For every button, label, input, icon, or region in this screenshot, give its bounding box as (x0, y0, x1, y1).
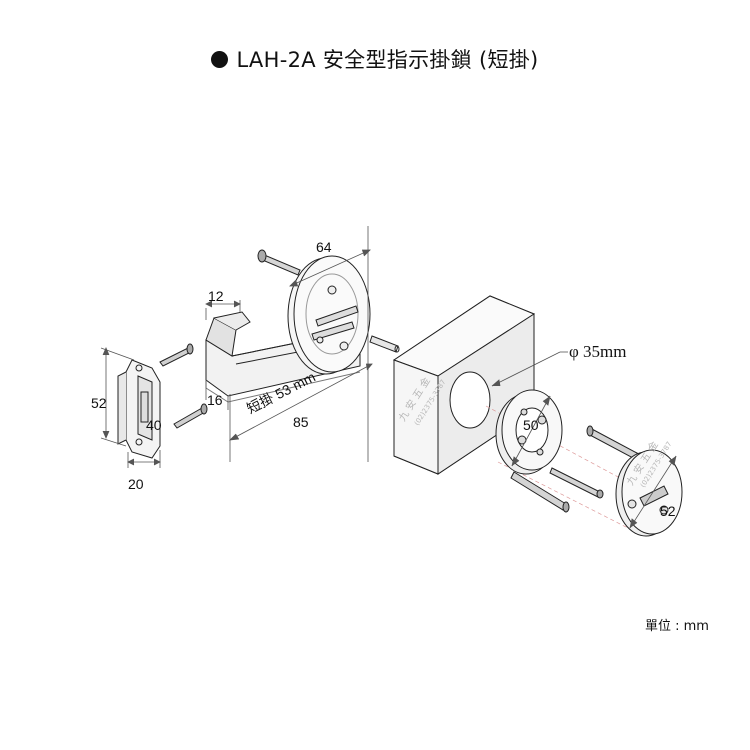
dim-hook-depth: 16 (207, 392, 223, 408)
strike-dimensions (100, 346, 161, 468)
page-title: LAH-2A 安全型指示掛鎖 (短掛) (0, 44, 750, 74)
hook-dimensions (205, 300, 373, 462)
bullet-icon (211, 51, 229, 68)
dim-strike-height: 52 (91, 395, 107, 411)
dim-total-length: 85 (293, 414, 309, 430)
rose-dimensions (289, 226, 371, 462)
dim-inner-rose: 50 (523, 417, 539, 433)
hole-callout (491, 351, 568, 387)
door-section (392, 295, 536, 475)
dim-hole-diameter: φ 35mm (569, 342, 627, 361)
title-text: LAH-2A 安全型指示掛鎖 (短掛) (236, 48, 539, 72)
dim-strike-width: 20 (128, 476, 144, 492)
through-bolt-lower (510, 471, 570, 513)
strike-screw-lower (173, 403, 208, 429)
spindle (369, 335, 400, 353)
rose-screw (257, 249, 301, 276)
inner-rose (495, 389, 563, 475)
inner-rose-dimension (511, 395, 551, 467)
dim-indicator-rose: 52 (660, 503, 676, 519)
unit-label: 單位 : mm (645, 619, 709, 634)
through-bolt-middle (549, 467, 604, 499)
dim-strike-inner: 40 (146, 417, 162, 433)
rose-plate (287, 255, 371, 375)
strike-plate (117, 359, 161, 459)
dim-hook-thickness: 12 (208, 288, 224, 304)
dim-rose-diameter: 64 (316, 239, 332, 255)
strike-screw-upper (159, 343, 194, 367)
indicator-rose-dimension (629, 455, 677, 529)
indicator-rose (615, 449, 683, 537)
